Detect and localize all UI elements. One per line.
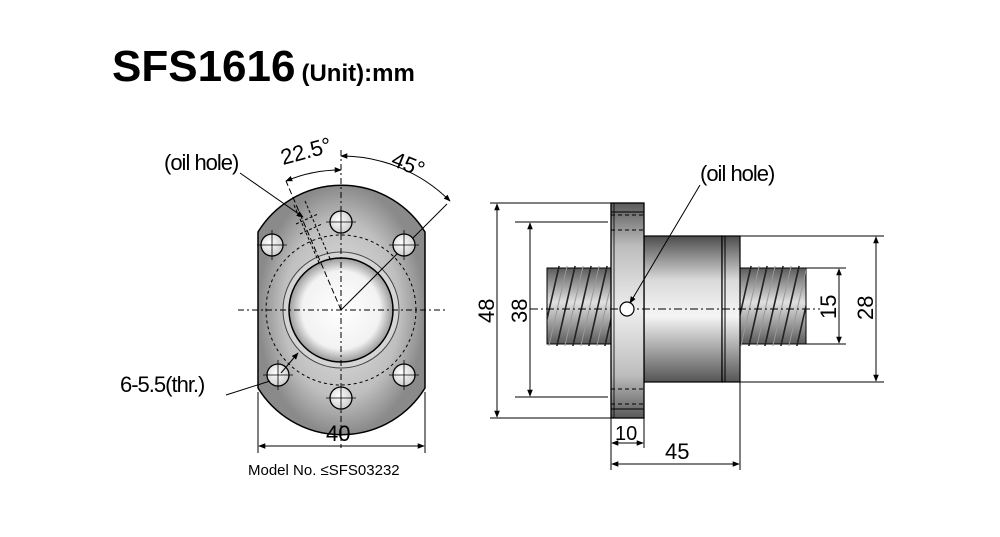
screw-dia-dimension: 15 (816, 295, 841, 319)
page-title: SFS1616(Unit):mm (112, 42, 415, 92)
angle-large-label: 45° (388, 146, 428, 182)
pcd-dimension: 38 (507, 299, 532, 323)
model-name: SFS1616 (112, 42, 296, 91)
flange-thickness-dimension: 10 (615, 423, 637, 445)
oil-hole-label-front: (oil hole) (164, 150, 238, 175)
flange-dia-dimension: 48 (474, 299, 499, 323)
angle-small-label: 22.5° (278, 132, 334, 170)
width-dimension: 40 (326, 421, 350, 446)
front-view: 22.5° 45° (oil hole) 6-5.5(thr.) 40 Mode… (120, 132, 451, 479)
angle-arc-small (285, 167, 342, 182)
unit-label: (Unit):mm (301, 60, 415, 87)
oil-hole (619, 301, 635, 317)
screw-shaft-right (739, 266, 807, 346)
nut-length-dimension: 45 (665, 439, 689, 464)
oil-hole-label-side: (oil hole) (700, 161, 774, 186)
hole-spec-label: 6-5.5(thr.) (120, 372, 204, 397)
body-dia-dimension: 28 (853, 296, 878, 320)
angle-arc-large (340, 153, 451, 202)
side-view: (oil hole) 48 38 15 28 10 45 (474, 161, 884, 470)
model-number: Model No. ≤SFS03232 (248, 462, 400, 479)
